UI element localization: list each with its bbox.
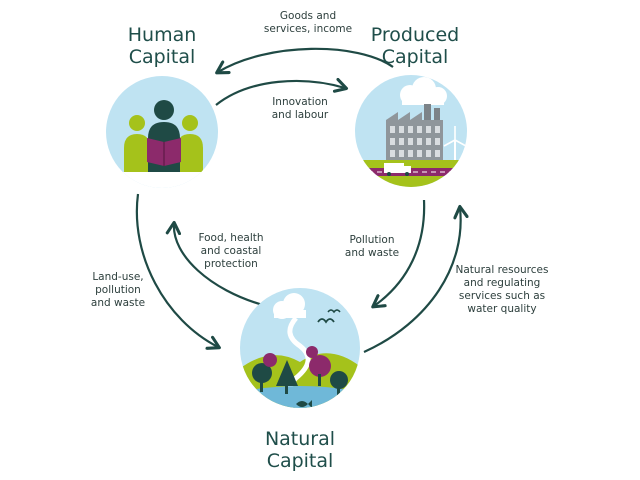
human-capital-title-line1: Human: [127, 24, 197, 46]
flow-label-line: and coastal: [200, 245, 262, 257]
produced-capital-title-line2: Capital: [381, 46, 449, 68]
flow-label-line: water quality: [467, 303, 537, 315]
flow-label-line: and regulating: [463, 277, 541, 289]
arrow-pollution-waste: [371, 199, 426, 309]
flow-label-line: Pollution: [349, 234, 395, 246]
fish-icon: [316, 406, 324, 408]
flow-label-food-health: Food, health and coastal protection: [188, 232, 274, 271]
human-capital-title: Human Capital: [112, 24, 212, 68]
flow-label-landuse: Land-use, pollution and waste: [80, 271, 156, 310]
flow-label-line: Natural resources: [455, 264, 549, 276]
flow-label-line: pollution: [95, 284, 141, 296]
truck-icon: [384, 163, 411, 176]
produced-capital-title: Produced Capital: [360, 24, 470, 68]
bird-icon: [327, 309, 341, 314]
flow-label-line: and waste: [344, 247, 400, 259]
flow-label-line: Innovation: [272, 96, 328, 108]
arrow-food-health: [165, 220, 264, 307]
natural-capital-illustration: [240, 288, 360, 408]
arrow-natural-resources: [363, 204, 469, 354]
arrow-innovation-labour: [215, 77, 349, 106]
human-capital-illustration: [106, 76, 218, 188]
wind-turbine-icon: [443, 126, 467, 166]
flow-label-natural-resources: Natural resources and regulating service…: [442, 264, 562, 316]
flow-label-line: services, income: [263, 23, 353, 35]
natural-capital-title: Natural Capital: [250, 428, 350, 472]
flow-label-goods-services: Goods and services, income: [252, 10, 364, 36]
flow-label-line: and waste: [90, 297, 146, 309]
arrow-landuse: [135, 193, 221, 350]
flow-label-innovation: Innovation and labour: [255, 96, 345, 122]
bird-icon: [317, 318, 335, 324]
human-capital-title-line2: Capital: [128, 46, 196, 68]
produced-capital-illustration: [355, 75, 467, 187]
flow-label-line: protection: [204, 258, 258, 270]
produced-capital-title-line1: Produced: [370, 24, 460, 46]
flow-label-line: and labour: [271, 109, 329, 121]
flow-label-line: Goods and: [279, 10, 337, 22]
flow-label-line: Food, health: [198, 232, 264, 244]
natural-capital-title-line1: Natural: [264, 428, 336, 450]
arrow-goods-services: [215, 47, 394, 75]
fish-icon: [296, 400, 312, 408]
natural-capital-title-line2: Capital: [266, 450, 334, 472]
flow-label-line: services such as: [458, 290, 546, 302]
flow-label-pollution: Pollution and waste: [336, 234, 408, 260]
flow-label-line: Land-use,: [92, 271, 144, 283]
